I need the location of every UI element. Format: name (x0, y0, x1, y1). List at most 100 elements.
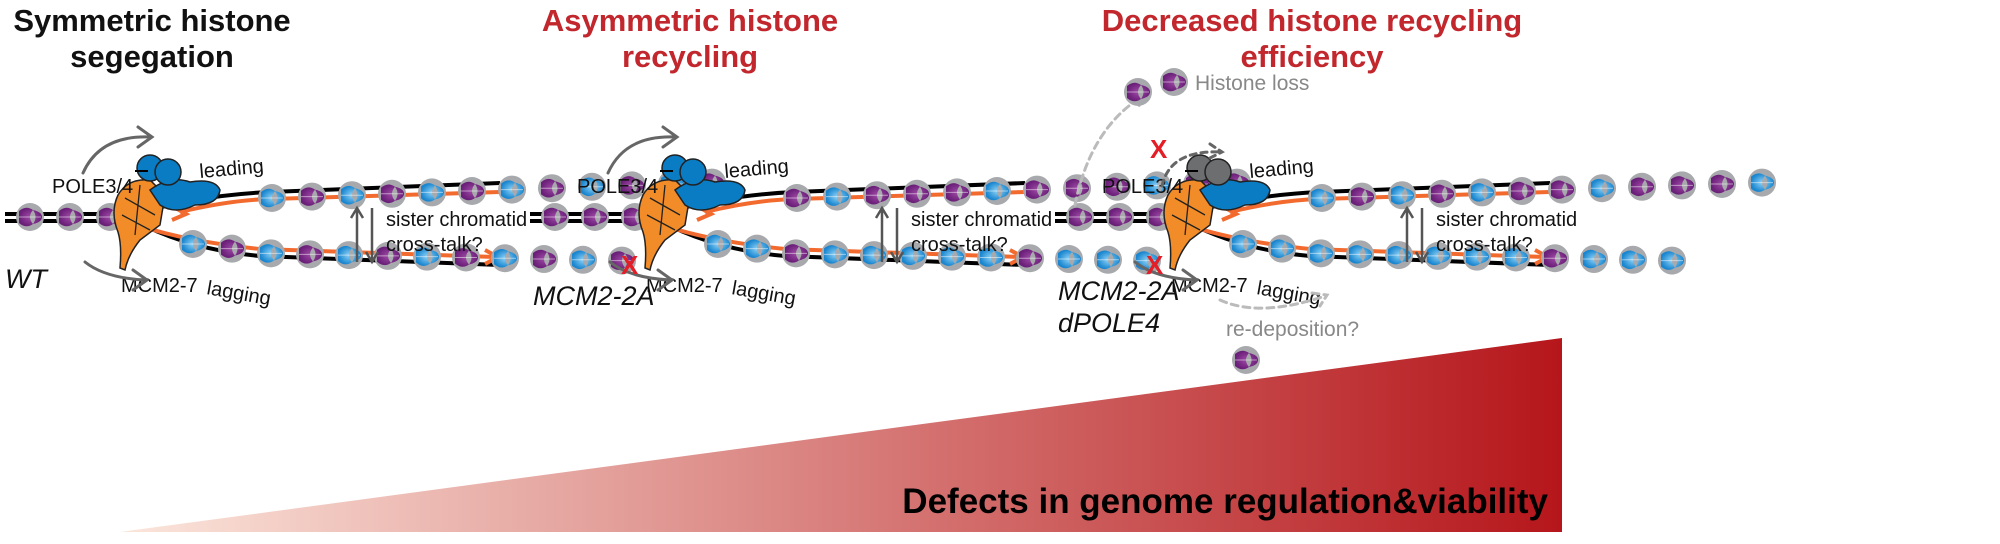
pole-polymerase-icon (136, 154, 221, 211)
up-arrow-icon (874, 205, 890, 262)
pole-polymerase-icon (1186, 154, 1271, 211)
parental-nucleosome (1106, 203, 1134, 231)
lagging-nucleosome (1619, 245, 1647, 274)
lagging-nucleosome (1016, 244, 1044, 273)
mcm-recycling-arrow (608, 260, 675, 292)
lagging-nucleosome (218, 234, 246, 263)
leading-nucleosome (983, 177, 1011, 205)
pole-label: POLE3/4 (1102, 176, 1183, 198)
mcm-helicase-icon (113, 179, 166, 272)
genotype-label: MCM2-2A (533, 281, 655, 311)
mcm-helicase-icon (1163, 179, 1216, 272)
lagging-nucleosome (257, 239, 285, 268)
pole4-subunit (679, 158, 707, 186)
lagging-nucleosome (1229, 230, 1257, 258)
parental-nucleosome (1066, 203, 1094, 231)
lagging-nucleosome (1346, 240, 1374, 269)
leading-nucleosome (1548, 175, 1576, 204)
panel-title-line2: recycling (622, 39, 758, 74)
leading-nucleosome (1628, 172, 1656, 201)
redeposited-histone (1232, 346, 1260, 374)
lagging-nucleosome (374, 241, 402, 270)
lagging-nucleosome (899, 241, 927, 270)
leading-label: leading (724, 155, 790, 183)
leading-nucleosome (1308, 184, 1336, 212)
leading-nucleosome (943, 178, 971, 207)
crosstalk-label-line1: sister chromatid (911, 209, 1052, 231)
panels: Symmetric histonesegegationPOLE3/4MCM2-7… (5, 3, 1776, 374)
genotype-label: MCM2-2A (1058, 276, 1180, 306)
mcm-recycling-arrow (1133, 260, 1200, 292)
parental-nucleosome (56, 203, 84, 231)
leading-nucleosome (1668, 171, 1696, 200)
pole4-subunit (1204, 158, 1232, 186)
lagging-nucleosome (491, 244, 519, 273)
mcm-recycling-arrow (83, 260, 150, 292)
down-arrow-icon (364, 208, 380, 265)
lagging-nucleosome (704, 230, 732, 258)
lagging-nucleosome (1307, 239, 1335, 268)
pole4-subunit (154, 158, 182, 186)
panel-3: Decreased histone recyclingefficiencyPOL… (1055, 3, 1776, 374)
defects-gradient-wedge (120, 338, 1562, 532)
pole-label: POLE3/4 (577, 176, 658, 198)
lagging-nucleosome (413, 242, 441, 271)
lagging-nucleosome (530, 245, 558, 274)
leading-nucleosome (418, 178, 446, 207)
lagging-nucleosome (1502, 243, 1530, 272)
lagging-nucleosome (1658, 246, 1686, 275)
leading-nucleosome (298, 182, 326, 211)
leading-nucleosome (458, 177, 486, 205)
leading-nucleosome (578, 172, 606, 201)
leading-nucleosome (1748, 168, 1776, 197)
lagging-nucleosome (569, 245, 597, 274)
panel-title-line1: Decreased histone recycling (1102, 3, 1522, 38)
leading-nucleosome (1388, 181, 1416, 210)
leading-nucleosome (498, 175, 526, 204)
leading-nucleosome (1508, 177, 1536, 205)
blocked-x-mark: X (621, 250, 639, 280)
lagging-nucleosome (821, 240, 849, 269)
leading-nucleosome (1428, 179, 1456, 208)
panel-title-line2: segegation (70, 39, 234, 74)
redeposition-label: re-deposition? (1226, 318, 1359, 341)
down-arrow-icon (1414, 208, 1430, 265)
leading-nucleosome (903, 179, 931, 208)
genotype-label: dPOLE4 (1058, 308, 1160, 338)
leading-nucleosome (1023, 175, 1051, 204)
leading-nucleosome (1348, 182, 1376, 211)
up-arrow-icon (349, 205, 365, 262)
blocked-x-mark: X (1146, 250, 1164, 280)
pole-recycling-arrow (606, 125, 680, 175)
panel-title-line2: efficiency (1240, 39, 1384, 74)
defects-label: Defects in genome regulation&viability (902, 482, 1548, 521)
lagging-nucleosome (1385, 241, 1413, 270)
panel-2: Asymmetric histonerecyclingPOLE3/4MCM2-7… (530, 3, 1251, 311)
leading-nucleosome (1708, 170, 1736, 198)
lagging-nucleosome (296, 240, 324, 269)
leading-nucleosome (1588, 174, 1616, 203)
pole-polymerase-icon (661, 154, 746, 211)
leading-nucleosome (258, 184, 286, 212)
lagging-nucleosome (608, 246, 636, 275)
crosstalk-label-line2: cross-talk? (386, 234, 483, 256)
pole-recycling-arrow (81, 125, 155, 175)
lagging-nucleosome (1463, 242, 1491, 271)
leading-nucleosome (1103, 172, 1131, 201)
pole-label: POLE3/4 (52, 176, 133, 198)
parental-nucleosome (16, 203, 44, 231)
leading-label: leading (199, 155, 265, 183)
leading-nucleosome (378, 179, 406, 208)
lagging-nucleosome (1094, 245, 1122, 274)
pole-recycling-arrow-blocked (1160, 142, 1225, 188)
lagging-nucleosome (938, 242, 966, 271)
lagging-nucleosome (860, 241, 888, 270)
up-arrow-icon (1399, 205, 1415, 262)
lagging-nucleosome (179, 230, 207, 258)
leading-nucleosome (538, 174, 566, 203)
parental-nucleosome (581, 203, 609, 231)
leading-nucleosome (338, 181, 366, 210)
lagging-nucleosome (1268, 234, 1296, 263)
blocked-x-mark: X (1150, 134, 1168, 164)
